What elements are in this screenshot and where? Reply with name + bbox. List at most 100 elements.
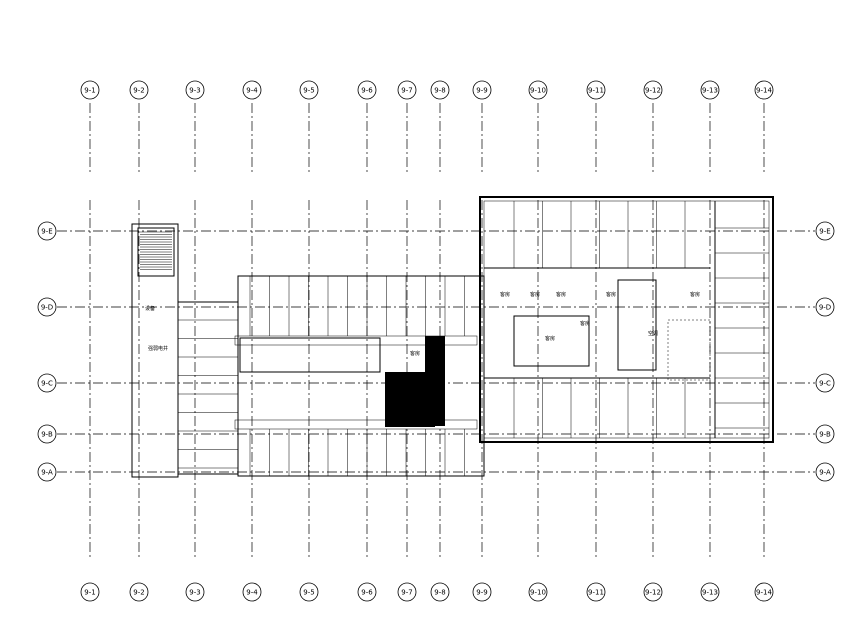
axis-bubble-label: 9-10 xyxy=(530,87,546,95)
axis-bubble-label: 9-9 xyxy=(476,589,487,597)
axis-bubble-label: 9-A xyxy=(819,469,831,477)
room-label: 客房 xyxy=(530,291,540,298)
axis-bubble-9-6 xyxy=(357,582,377,602)
room-label: 客房 xyxy=(410,350,420,357)
axis-bubble-label: 9-E xyxy=(41,228,52,236)
room-label: 客房 xyxy=(500,291,510,298)
axis-bubble-label: 9-C xyxy=(819,380,831,388)
stair-hatch xyxy=(140,231,172,270)
axis-bubble-9-D xyxy=(815,297,835,317)
room-label: 客房 xyxy=(690,291,700,298)
axis-bubble-9-13 xyxy=(700,582,720,602)
axis-bubble-9-4 xyxy=(242,582,262,602)
axis-bubble-label: 9-2 xyxy=(133,589,144,597)
axis-bubble-9-9 xyxy=(472,582,492,602)
axis-bubble-9-E xyxy=(37,221,57,241)
axis-grid-lines xyxy=(57,103,815,560)
axis-bubble-label: 9-5 xyxy=(303,87,314,95)
dashed-zone xyxy=(667,319,711,381)
axis-bubble-9-8 xyxy=(430,582,450,602)
axis-bubble-label: 9-B xyxy=(41,431,53,439)
axis-bubble-label: 9-1 xyxy=(84,87,95,95)
axis-bubble-label: 9-12 xyxy=(645,87,661,95)
axis-bubble-9-5 xyxy=(299,582,319,602)
room-partitions xyxy=(178,201,769,476)
axis-bubble-9-C xyxy=(815,373,835,393)
axis-bubble-label: 9-5 xyxy=(303,589,314,597)
axis-bubble-9-14 xyxy=(754,80,774,100)
axis-bubble-9-2 xyxy=(129,80,149,100)
axis-bubble-label: 9-2 xyxy=(133,87,144,95)
axis-bubble-label: 9-4 xyxy=(246,87,258,95)
axis-bubble-label: 9-3 xyxy=(189,589,200,597)
central-void xyxy=(239,337,381,373)
axis-bubbles: 9-1 9-1 9-2 9-2 9-3 9-3 9-4 9-4 9-5 9-5 9-6 9-6 9-7 9… xyxy=(37,80,835,602)
axis-bubble-label: 9-B xyxy=(819,431,831,439)
axis-bubble-label: 9-E xyxy=(819,228,830,236)
room-label: 强弱电井 xyxy=(148,345,168,352)
axis-bubble-label: 9-D xyxy=(41,304,53,312)
room-label: 空调 xyxy=(648,330,658,337)
room-label: 客房 xyxy=(545,335,555,342)
axis-bubble-9-10 xyxy=(528,80,548,100)
axis-bubble-9-2 xyxy=(129,582,149,602)
left-stair xyxy=(137,227,175,277)
axis-bubble-9-12 xyxy=(643,80,663,100)
axis-bubble-9-4 xyxy=(242,80,262,100)
axis-bubble-label: 9-13 xyxy=(702,589,718,597)
axis-bubble-9-C xyxy=(37,373,57,393)
axis-bubble-9-10 xyxy=(528,582,548,602)
core-wall xyxy=(425,336,445,426)
axis-bubble-9-A xyxy=(37,462,57,482)
axis-bubble-label: 9-6 xyxy=(361,589,373,597)
axis-bubble-9-7 xyxy=(397,80,417,100)
axis-bubble-label: 9-C xyxy=(41,380,53,388)
axis-bubble-label: 9-4 xyxy=(246,589,258,597)
axis-bubble-9-1 xyxy=(80,80,100,100)
axis-bubble-9-7 xyxy=(397,582,417,602)
north-corridor-wall xyxy=(234,335,478,346)
room-label: 客房 xyxy=(556,291,566,298)
axis-bubble-9-6 xyxy=(357,80,377,100)
axis-bubble-label: 9-10 xyxy=(530,589,546,597)
axis-bubble-label: 9-3 xyxy=(189,87,200,95)
axis-bubble-label: 9-13 xyxy=(702,87,718,95)
axis-bubble-label: 9-7 xyxy=(401,87,412,95)
axis-bubble-9-11 xyxy=(586,80,606,100)
axis-bubble-label: 9-11 xyxy=(588,87,604,95)
axis-bubble-9-A xyxy=(815,462,835,482)
room-label: 客房 xyxy=(606,291,616,298)
axis-bubble-label: 9-D xyxy=(819,304,831,312)
axis-bubble-9-3 xyxy=(185,582,205,602)
axis-bubble-9-8 xyxy=(430,80,450,100)
axis-bubble-label: 9-14 xyxy=(756,589,772,597)
left-room-block xyxy=(177,301,239,475)
axis-bubble-9-1 xyxy=(80,582,100,602)
axis-bubble-label: 9-6 xyxy=(361,87,373,95)
axis-bubble-label: 9-14 xyxy=(756,87,772,95)
axis-bubble-9-9 xyxy=(472,80,492,100)
east-wing-outline xyxy=(479,196,774,443)
axis-bubble-9-D xyxy=(37,297,57,317)
axis-bubble-label: 9-8 xyxy=(434,589,445,597)
central-wing-outline xyxy=(237,275,485,477)
axis-bubble-9-13 xyxy=(700,80,720,100)
building-outline xyxy=(131,196,774,478)
axis-bubble-9-3 xyxy=(185,80,205,100)
axis-bubble-label: 9-12 xyxy=(645,589,661,597)
axis-bubble-label: 9-9 xyxy=(476,87,487,95)
axis-bubble-9-11 xyxy=(586,582,606,602)
axis-bubble-label: 9-A xyxy=(41,469,53,477)
axis-bubble-label: 9-1 xyxy=(84,589,95,597)
axis-bubble-9-E xyxy=(815,221,835,241)
room-label: 客房 xyxy=(580,320,590,327)
axis-bubble-label: 9-8 xyxy=(434,87,445,95)
axis-bubble-label: 9-7 xyxy=(401,589,412,597)
room-labels: 客房客房客房客房客房客房客房客房空调设备强弱电井 xyxy=(145,291,700,357)
east-wing-inner xyxy=(483,200,770,439)
axis-bubble-9-5 xyxy=(299,80,319,100)
axis-bubble-9-B xyxy=(37,424,57,444)
axis-bubble-9-B xyxy=(815,424,835,444)
